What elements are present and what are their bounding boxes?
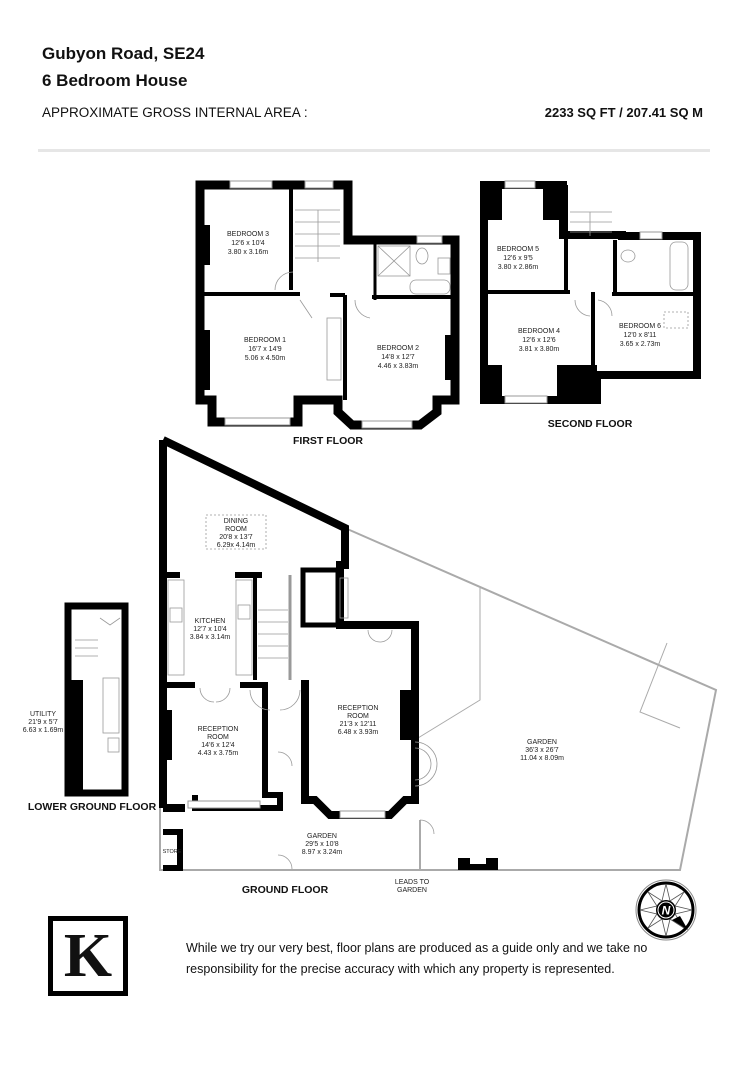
bedroom1-metric: 5.06 x 4.50m xyxy=(245,355,286,362)
header-divider xyxy=(38,149,710,152)
utility-imperial: 21'9 x 5'7 xyxy=(28,719,58,726)
property-type: 6 Bedroom House xyxy=(42,71,188,90)
bedroom4-name: BEDROOM 4 xyxy=(518,328,560,335)
area-total: 2233 SQ FT / 207.41 SQ M xyxy=(544,105,703,120)
reception1-imperial: 14'6 x 12'4 xyxy=(201,742,235,749)
first-floor-label: FIRST FLOOR xyxy=(293,435,363,447)
bedroom6-name: BEDROOM 6 xyxy=(619,323,661,330)
reception2-name-1: RECEPTION xyxy=(338,705,379,712)
rear-garden-metric: 11.04 x 8.09m xyxy=(520,755,564,762)
reception1-metric: 4.43 x 3.75m xyxy=(198,750,239,757)
reception2-name-2: ROOM xyxy=(347,713,369,720)
rear-garden-imperial: 36'3 x 26'7 xyxy=(525,747,559,754)
first-floor-plan xyxy=(195,180,460,430)
reception2-imperial: 21'3 x 12'11 xyxy=(340,721,377,728)
dining-room-metric: 6.29x 4.14m xyxy=(217,542,256,549)
bedroom4-metric: 3.81 x 3.80m xyxy=(519,346,560,353)
area-label: APPROXIMATE GROSS INTERNAL AREA : xyxy=(42,105,308,120)
lower-ground-floor-plan xyxy=(64,602,129,797)
utility-name: UTILITY xyxy=(30,711,56,718)
front-garden-imperial: 29'5 x 10'8 xyxy=(305,841,339,848)
bedroom6-metric: 3.65 x 2.73m xyxy=(620,341,661,348)
leads-to-garden-2: GARDEN xyxy=(397,887,427,894)
lower-ground-floor-label: LOWER GROUND FLOOR xyxy=(28,801,157,813)
kitchen-metric: 3.84 x 3.14m xyxy=(190,634,231,641)
kitchen-name: KITCHEN xyxy=(195,618,226,625)
disclaimer-text: While we try our very best, floor plans … xyxy=(186,941,648,976)
second-floor-plan xyxy=(480,180,701,404)
agency-logo: K xyxy=(48,916,128,996)
leads-to-garden-1: LEADS TO xyxy=(395,879,430,886)
compass-letter: N xyxy=(662,904,671,918)
logo-letter: K xyxy=(63,922,113,990)
bedroom2-imperial: 14'8 x 12'7 xyxy=(381,354,415,361)
reception2-metric: 6.48 x 3.93m xyxy=(338,729,379,736)
reception1-name-1: RECEPTION xyxy=(198,726,239,733)
bedroom1-name: BEDROOM 1 xyxy=(244,337,286,344)
property-address: Gubyon Road, SE24 xyxy=(42,44,205,63)
utility-metric: 6.63 x 1.69m xyxy=(23,727,64,734)
bedroom1-imperial: 16'7 x 14'9 xyxy=(248,346,282,353)
bedroom3-metric: 3.80 x 3.16m xyxy=(228,249,269,256)
bedroom4-imperial: 12'6 x 12'6 xyxy=(522,337,556,344)
rear-garden-name: GARDEN xyxy=(527,739,557,746)
bedroom5-metric: 3.80 x 2.86m xyxy=(498,264,539,271)
bedroom6-imperial: 12'0 x 8'11 xyxy=(624,332,657,339)
dining-room-imperial: 20'8 x 13'7 xyxy=(219,534,253,541)
compass-north-icon: N xyxy=(635,879,697,941)
bedroom2-metric: 4.46 x 3.83m xyxy=(378,363,419,370)
dining-room-name-1: DINING xyxy=(224,518,249,525)
front-garden-metric: 8.97 x 3.24m xyxy=(302,849,343,856)
kitchen-imperial: 12'7 x 10'4 xyxy=(193,626,227,633)
dining-room-name-2: ROOM xyxy=(225,526,247,533)
bedroom3-imperial: 12'6 x 10'4 xyxy=(231,240,265,247)
bedroom3-name: BEDROOM 3 xyxy=(227,231,269,238)
bedroom5-imperial: 12'6 x 9'5 xyxy=(503,255,533,262)
store-label: STORE xyxy=(163,849,182,855)
bedroom2-name: BEDROOM 2 xyxy=(377,345,419,352)
bedroom5-name: BEDROOM 5 xyxy=(497,246,539,253)
ground-floor-plan xyxy=(159,436,718,871)
ground-floor-label: GROUND FLOOR xyxy=(242,884,329,896)
second-floor-label: SECOND FLOOR xyxy=(548,418,633,430)
front-garden-name: GARDEN xyxy=(307,833,337,840)
reception1-name-2: ROOM xyxy=(207,734,229,741)
